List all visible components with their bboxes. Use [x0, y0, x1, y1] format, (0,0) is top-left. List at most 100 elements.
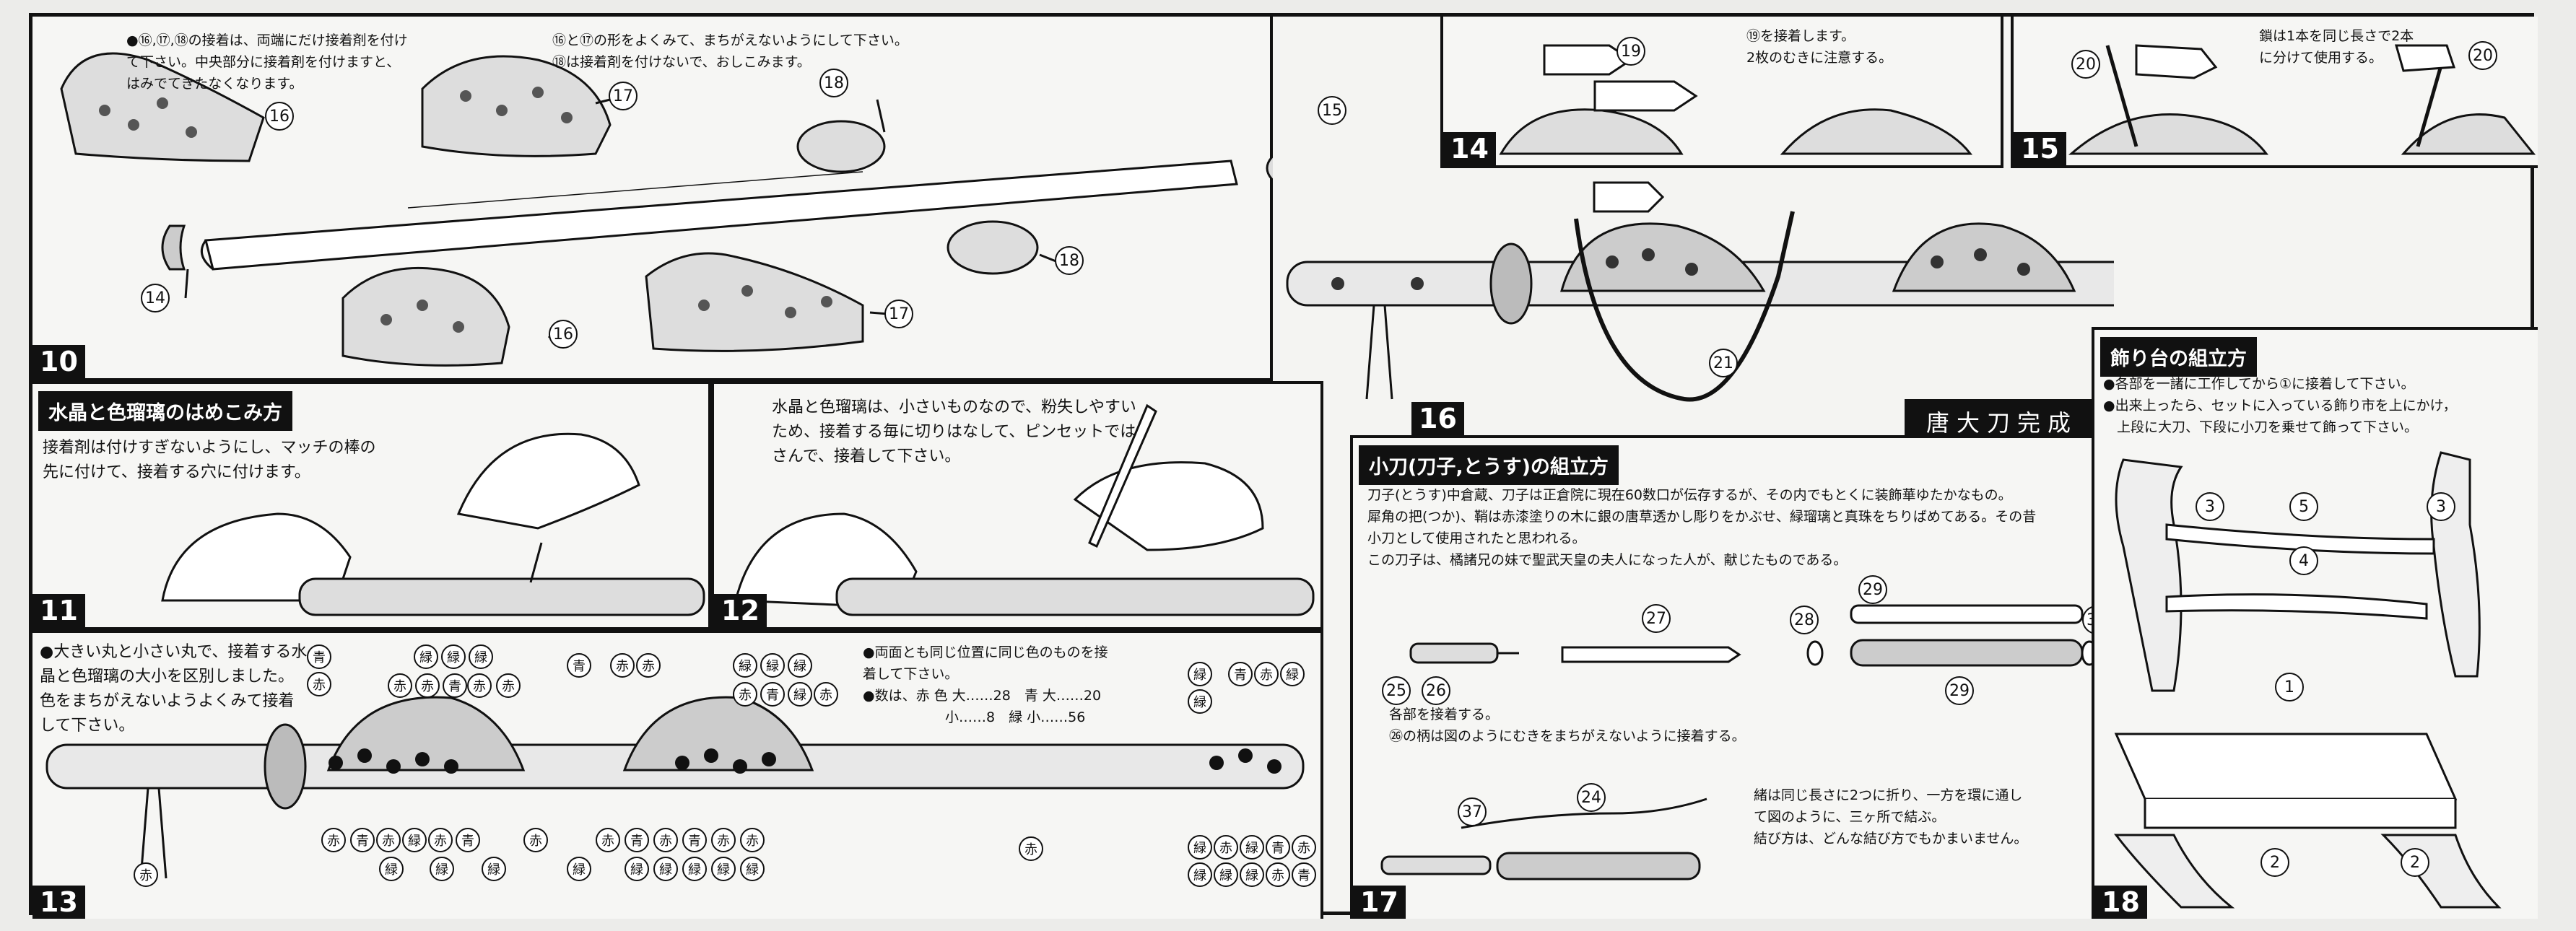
part-number-15: 15: [1318, 96, 1346, 125]
color-label: 赤: [596, 828, 620, 852]
step-13-note-b: ●両面とも同じ位置に同じ色のものを接 着して下さい。 ●数は、赤 色 大……28…: [863, 644, 1108, 725]
color-label: 赤: [428, 828, 453, 852]
color-label: 青: [625, 828, 649, 852]
step-17-note-a: 各部を接着する。 ㉖の柄は図のようにむきをまちがえないように接着する。: [1389, 707, 1746, 744]
step-badge: 16: [1411, 402, 1464, 435]
color-label: 緑: [567, 857, 591, 881]
step-15-text: 鎖は1本を同じ長さで2本 に分けて使用する。: [2259, 28, 2414, 66]
step-16-area: 21 16 唐大刀完成: [1273, 168, 2114, 444]
part-number-19: 19: [1616, 37, 1645, 66]
color-label: 赤: [740, 828, 765, 852]
part-number-20: 20: [2468, 41, 2497, 70]
color-labels-top-left: 青 赤 赤 緑 緑 緑 赤 赤 青 赤: [307, 644, 538, 698]
color-label: 赤: [1292, 835, 1316, 860]
color-label: 緑: [740, 857, 765, 881]
part-number-3: 3: [2196, 492, 2224, 521]
step-badge: 18: [2094, 886, 2147, 919]
color-label: 赤: [523, 828, 548, 852]
color-label: 緑: [1188, 862, 1212, 887]
color-label: 青: [443, 673, 467, 698]
step-badge: 14: [1443, 132, 1496, 165]
step-11-text: 接着剤は付けすぎないようにし、マッチの棒の 先に付けて、接着する穴に付けます。: [43, 439, 376, 481]
display-stand-illustration: [2113, 451, 2502, 909]
color-label: 青: [760, 682, 785, 707]
color-label: 緑: [402, 828, 427, 852]
color-label: 赤: [610, 653, 635, 678]
color-label: 青: [1292, 862, 1316, 887]
color-label: 青: [682, 828, 707, 852]
step-12-panel: 水晶と色瑠璃は、小さいものなので、粉失しやすい ため、接着する毎に切りはなして、…: [711, 381, 1323, 630]
instruction-sheet: ●⑯,⑰,⑱の接着は、両端にだけ接着剤を付け て下さい。中央部分に接着剤を付けま…: [29, 13, 2538, 919]
color-label: 青: [307, 644, 331, 669]
part-number-20: 20: [2071, 50, 2100, 79]
color-label: 緑: [482, 857, 506, 881]
step-11-title: 水晶と色瑠璃のはめこみ方: [38, 391, 292, 431]
color-labels-top-right: 緑 青 赤 緑 緑: [1188, 662, 1332, 720]
part-number-37: 37: [1458, 797, 1487, 826]
color-label: 赤: [1266, 862, 1290, 887]
step-10-panel: ●⑯,⑰,⑱の接着は、両端にだけ接着剤を付け て下さい。中央部分に接着剤を付けま…: [32, 17, 1273, 381]
color-label: 赤: [1214, 835, 1238, 860]
part-number-14: 14: [141, 284, 170, 312]
part-number-17: 17: [609, 82, 638, 110]
sword-gem-placement-illustration: [45, 696, 1305, 879]
color-labels-bottom-middle: 赤 赤 緑 緑 緑 緑 青 緑 赤 赤 青 緑: [567, 828, 841, 886]
color-label: 緑: [1280, 662, 1305, 686]
part-number-3: 3: [2427, 492, 2455, 521]
step-badge: 10: [32, 345, 85, 378]
tweezers-illustration: [734, 403, 1315, 616]
color-label: 緑: [430, 857, 454, 881]
step-15-panel: 鎖は1本を同じ長さで2本 に分けて使用する。 20 20 15: [2011, 17, 2538, 168]
step-badge: 15: [2014, 132, 2066, 165]
color-label: 赤: [415, 673, 440, 698]
color-labels-bottom-right: 緑 緑 赤 緑 緑 青 赤 緑 赤 青: [1188, 835, 1332, 893]
color-label: 赤: [388, 673, 412, 698]
color-label: 赤: [814, 682, 838, 707]
step-13-note-a: ●大きい丸と小さい丸で、接着する水 晶と色瑠璃の大小を区別しました。 色をまちが…: [40, 643, 308, 735]
color-labels-top-middle: 青 赤 赤 赤 緑 緑 緑 緑 青 赤: [567, 653, 884, 711]
step-12-text: 水晶と色瑠璃は、小さいものなので、粉失しやすい ため、接着する毎に切りはなして、…: [772, 398, 1136, 466]
step-18-panel: 飾り台の組立方 ●各部を一諸に工作してから①に接着して下さい。 ●出来上ったら、…: [2092, 327, 2538, 919]
tsuba-illustration: [1499, 44, 1973, 155]
color-label: 赤: [636, 653, 661, 678]
color-label: 緑: [788, 682, 812, 707]
color-label: 緑: [1188, 689, 1212, 714]
color-label: 緑: [682, 857, 707, 881]
color-label: 緑: [760, 653, 785, 678]
part-number-29: 29: [1945, 676, 1974, 705]
color-label: 緑: [1188, 835, 1212, 860]
color-label: 赤: [307, 672, 331, 696]
part-number-18: 18: [1055, 246, 1084, 275]
step-10-note-b: ⑯と⑰の形をよくみて、まちがえないようにして下さい。 ⑱は接着剤を付けないで、お…: [552, 32, 908, 70]
step-17-panel: 小刀(刀子,とうす)の組立方 刀子(とうす)中倉蔵、刀子は正倉院に現在60数口が…: [1350, 435, 2126, 919]
part-number-24: 24: [1577, 783, 1606, 812]
color-label: 緑: [414, 644, 438, 669]
color-label: 赤: [134, 862, 158, 887]
step-17-intro: 刀子(とうす)中倉蔵、刀子は正倉院に現在60数口が伝存するが、その内でもとくに装…: [1367, 487, 2037, 568]
step-18-text: ●各部を一諸に工作してから①に接着して下さい。 ●出来上ったら、セットに入ってい…: [2103, 376, 2457, 435]
part-number-16: 16: [265, 102, 294, 131]
color-label: 赤: [467, 673, 492, 698]
step-10-note-a: ●⑯,⑰,⑱の接着は、両端にだけ接着剤を付け て下さい。中央部分に接着剤を付けま…: [126, 32, 408, 92]
part-number-1: 1: [2275, 673, 2304, 701]
completed-sword-illustration: [1286, 181, 2114, 402]
part-number-18: 18: [819, 69, 848, 97]
color-label: 緑: [469, 644, 493, 669]
color-label: 緑: [1240, 862, 1264, 887]
step-14-panel: ⑲を接着します。 2枚のむきに注意する。 19 14: [1440, 17, 2003, 168]
part-number-17: 17: [884, 300, 913, 328]
color-label: 緑: [711, 857, 736, 881]
part-number-4: 4: [2289, 546, 2318, 575]
part-number-28: 28: [1790, 606, 1819, 634]
color-labels-bottom-left: 赤 赤 青 緑 赤 緑 青 緑 緑 赤: [321, 828, 567, 886]
color-label: 赤: [653, 828, 678, 852]
sword-scabbard-illustration: [60, 52, 1273, 367]
step-13-panel: ●大きい丸と小さい丸で、接着する水 晶と色瑠璃の大小を区別しました。 色をまちが…: [32, 630, 1323, 919]
step-18-title: 飾り台の組立方: [2100, 337, 2257, 377]
part-number-2: 2: [2401, 848, 2429, 877]
part-number-2: 2: [2260, 848, 2289, 877]
step-badge: 13: [32, 886, 85, 919]
color-label: 青: [1228, 662, 1253, 686]
color-label: 赤: [376, 828, 401, 852]
step-17-note-b: 緒は同じ長さに2つに折り、一方を環に通し て図のように、三ヶ所で結ぶ。 結び方は…: [1754, 787, 2028, 847]
